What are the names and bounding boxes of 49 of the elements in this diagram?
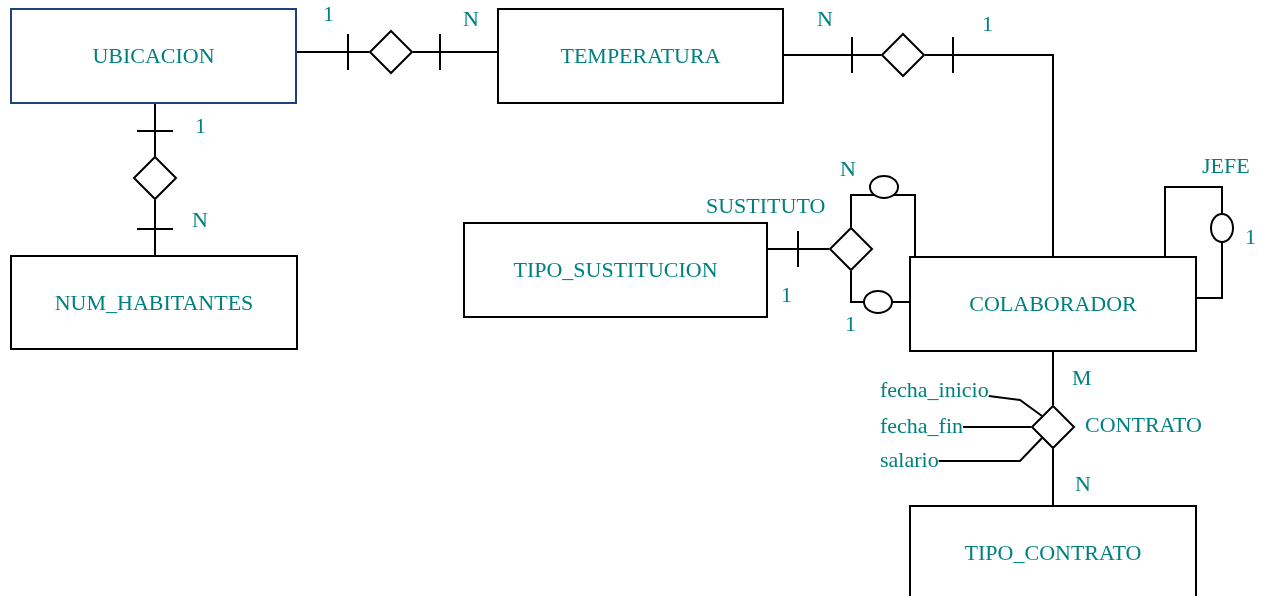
cardinality-label: 1 xyxy=(845,312,856,337)
relationship-diamond xyxy=(829,227,873,271)
connector-line xyxy=(136,199,174,256)
entity-name: TIPO_SUSTITUCION xyxy=(513,257,718,283)
connector-line xyxy=(937,437,1043,462)
entity-box xyxy=(909,505,1197,596)
relationship-diamond xyxy=(133,156,177,200)
entity-box xyxy=(10,8,297,104)
cardinality-label: M xyxy=(1072,366,1092,391)
cardinality-label: N xyxy=(817,7,833,32)
relationship-diamond xyxy=(369,30,413,74)
relationship-name: SUSTITUTO xyxy=(706,194,826,219)
cardinality-label: 1 xyxy=(781,283,792,308)
entity-box xyxy=(909,256,1197,352)
connector-line xyxy=(767,230,830,268)
relationship-diamond xyxy=(881,33,925,77)
entity-name: TIPO_CONTRATO xyxy=(964,539,1142,566)
attribute-text: fecha_fin xyxy=(880,414,964,439)
cardinality-label: N xyxy=(463,7,479,32)
cardinality-label: 1 xyxy=(323,2,334,27)
connector-line xyxy=(1164,186,1234,299)
cardinality-label: 1 xyxy=(982,12,993,37)
connector-line xyxy=(412,33,498,71)
cardinality-label: 1 xyxy=(195,114,206,139)
connector-line xyxy=(783,36,882,74)
connector-line xyxy=(924,36,1054,257)
relationship-name: CONTRATO xyxy=(1085,413,1202,438)
attribute-text: fecha_inicio xyxy=(880,378,989,403)
connector-line xyxy=(1052,448,1054,506)
connector-line xyxy=(987,395,1043,417)
entity-box xyxy=(463,222,768,318)
connector-line xyxy=(850,270,910,314)
entity-box xyxy=(10,255,298,350)
connector-line xyxy=(1052,351,1054,406)
cardinality-label: N xyxy=(1075,472,1091,497)
cardinality-label: 1 xyxy=(1245,225,1256,250)
relationship-diamond xyxy=(1031,405,1075,449)
cardinality-label: N xyxy=(192,208,208,233)
entity-name: NUM_HABITANTES xyxy=(54,289,254,316)
entity-box xyxy=(497,8,784,104)
entity-name: COLABORADOR xyxy=(969,291,1137,317)
connector-line xyxy=(850,175,916,257)
attribute-text: salario xyxy=(880,448,939,473)
cardinality-label: N xyxy=(840,157,856,182)
connector-line xyxy=(962,426,1032,428)
connector-line xyxy=(136,103,174,157)
connector-line xyxy=(296,33,370,71)
entity-name: UBICACION xyxy=(92,43,215,69)
entity-name: TEMPERATURA xyxy=(560,43,721,69)
